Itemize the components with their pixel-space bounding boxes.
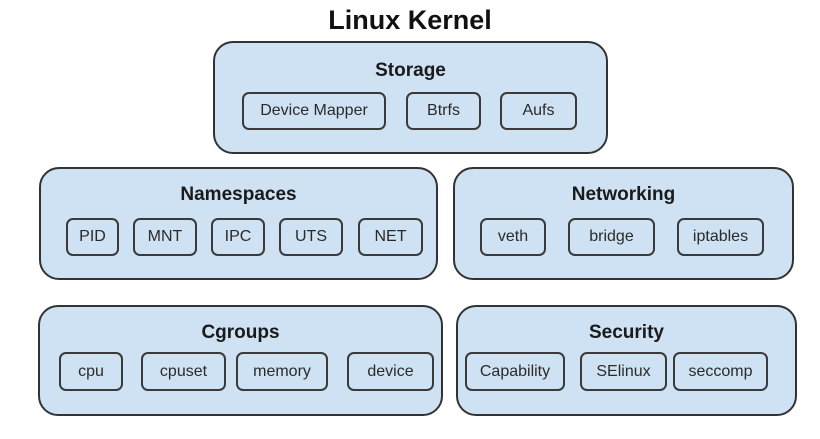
- group-label-storage: Storage: [375, 60, 446, 81]
- item-device-mapper: Device Mapper: [242, 92, 386, 130]
- group-namespaces: Namespaces PID MNT IPC UTS NET: [39, 167, 438, 280]
- group-security: Security Capability SElinux seccomp: [456, 305, 797, 416]
- item-seccomp: seccomp: [673, 352, 768, 391]
- item-cpu: cpu: [59, 352, 123, 391]
- group-label-security: Security: [589, 322, 664, 343]
- item-device: device: [347, 352, 434, 391]
- item-bridge: bridge: [568, 218, 655, 256]
- item-selinux: SElinux: [580, 352, 667, 391]
- item-iptables: iptables: [677, 218, 764, 256]
- item-btrfs: Btrfs: [406, 92, 481, 130]
- item-cpuset: cpuset: [141, 352, 226, 391]
- diagram-title: Linux Kernel: [328, 5, 492, 35]
- group-label-namespaces: Namespaces: [180, 184, 297, 205]
- item-capability: Capability: [465, 352, 565, 391]
- group-label-networking: Networking: [571, 184, 676, 205]
- item-aufs: Aufs: [500, 92, 577, 130]
- item-veth: veth: [480, 218, 546, 256]
- item-memory: memory: [236, 352, 328, 391]
- item-net: NET: [358, 218, 423, 256]
- item-pid: PID: [66, 218, 119, 256]
- item-uts: UTS: [279, 218, 343, 256]
- group-label-cgroups: Cgroups: [201, 322, 280, 343]
- group-cgroups: Cgroups cpu cpuset memory device: [38, 305, 443, 416]
- group-networking: Networking veth bridge iptables: [453, 167, 794, 280]
- group-storage: Storage Device Mapper Btrfs Aufs: [213, 41, 608, 154]
- item-mnt: MNT: [133, 218, 197, 256]
- item-ipc: IPC: [211, 218, 265, 256]
